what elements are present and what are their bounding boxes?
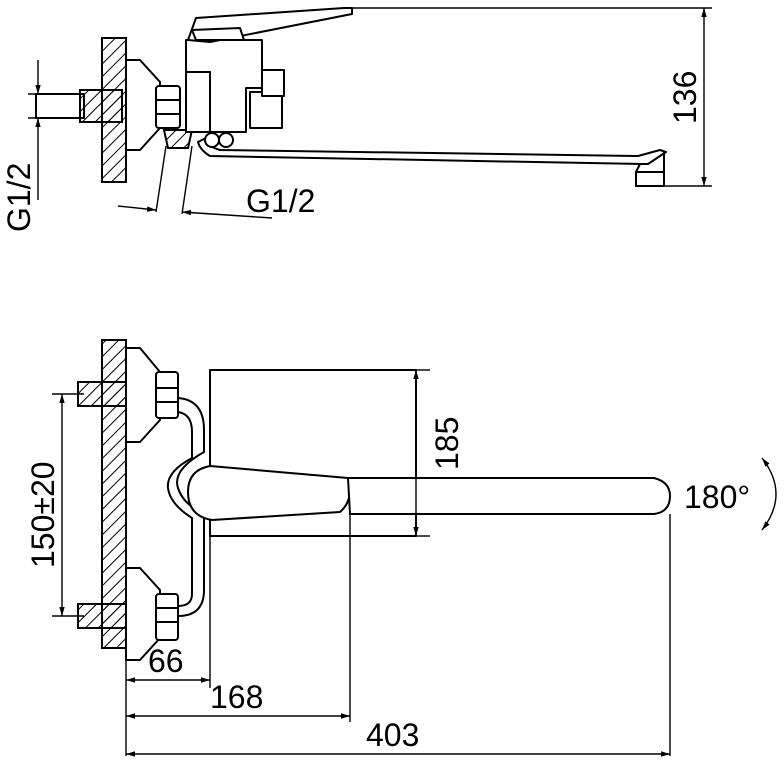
inlet-pipe: [35, 93, 85, 119]
upper-flange: [125, 347, 161, 443]
inlet-thread-label: G1/2: [1, 163, 37, 232]
mixer-body: [185, 39, 263, 133]
connecting-pipe: [176, 397, 205, 617]
eccentric-nut: [155, 85, 181, 129]
handle-offset-label: 168: [210, 679, 263, 715]
center-distance-label: 150±20: [25, 461, 61, 568]
eccentric-offset-label: 66: [148, 643, 184, 679]
flange: [125, 59, 161, 151]
diverter-knob: [249, 91, 283, 129]
spout: [347, 477, 671, 515]
upper-inlet-nut: [77, 381, 127, 407]
rotation-arrow: [761, 457, 777, 531]
handle-lever: [187, 465, 351, 521]
height-dimension-label: 136: [667, 71, 703, 124]
inlet-nut: [79, 89, 123, 123]
wall-thread-label: G1/2: [246, 183, 315, 219]
spout-length-label: 403: [366, 717, 419, 753]
body-depth-label: 185: [429, 417, 465, 470]
spout: [197, 137, 667, 165]
top-view: 150±20 185 180° 66 168 403: [25, 339, 777, 757]
under-fitting: [162, 129, 194, 149]
lower-inlet-nut: [77, 603, 127, 629]
aerator: [635, 171, 665, 187]
side-view: 136 G1/2 G1/2: [1, 7, 712, 232]
rotation-label: 180°: [684, 479, 750, 515]
